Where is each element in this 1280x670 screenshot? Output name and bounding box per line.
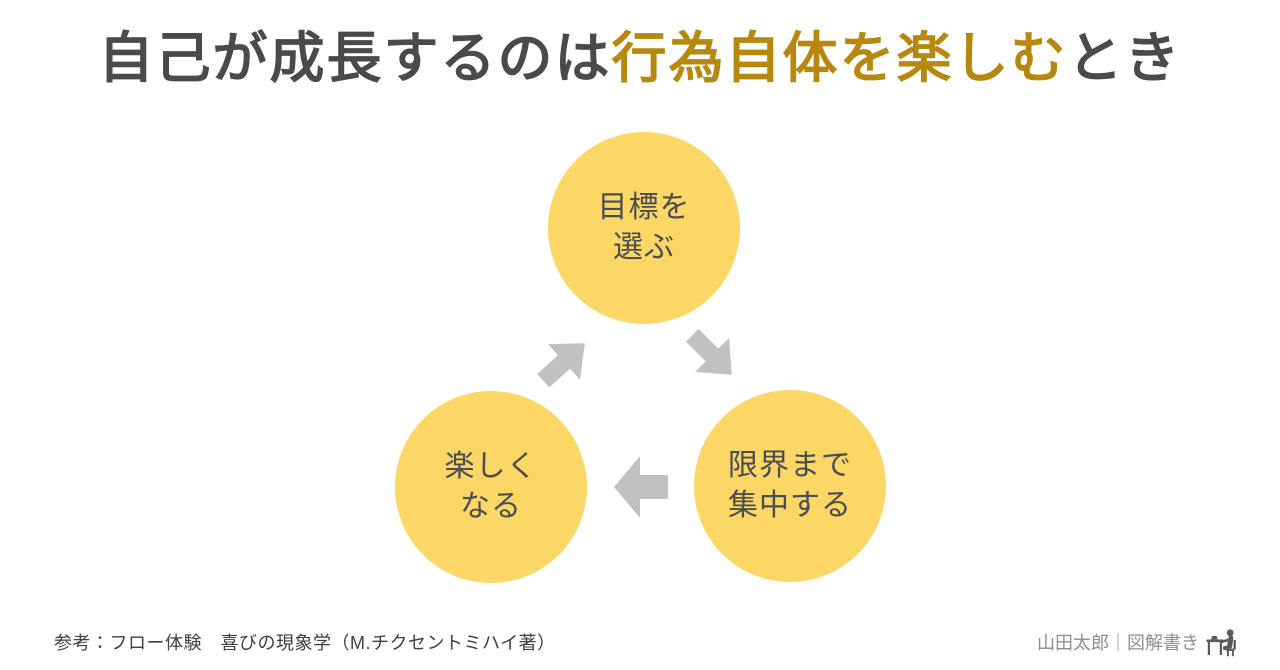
arrow-left-icon: [614, 456, 668, 518]
cycle-step-choose-goal: 目標を 選ぶ: [548, 132, 740, 324]
step-label-line: なる: [460, 490, 522, 523]
credit-text: 山田太郎｜図解書き: [1037, 633, 1199, 653]
step-label-line: 楽しく: [444, 450, 538, 483]
title-prefix: 自己が成長するのは: [98, 27, 612, 89]
credit: 山田太郎｜図解書き: [1037, 627, 1238, 657]
page-title: 自己が成長するのは行為自体を楽しむとき: [0, 0, 1280, 93]
title-highlight: 行為自体を楽しむ: [611, 27, 1068, 89]
cycle-step-concentrate-to-limit: 限界まで 集中する: [694, 390, 886, 582]
step-label-line: 目標を: [597, 191, 691, 224]
step-label-line: 限界まで: [728, 449, 852, 482]
cycle-step-becomes-fun: 楽しく なる: [395, 391, 587, 583]
arrow-down-right-icon: [675, 318, 749, 392]
person-at-desk-icon: [1206, 627, 1238, 657]
title-suffix: とき: [1067, 27, 1182, 89]
step-label-line: 集中する: [728, 489, 852, 522]
step-label-line: 選ぶ: [613, 231, 675, 264]
reference-note: 参考：フロー体験 喜びの現象学（M.チクセントミハイ著）: [54, 633, 556, 653]
arrow-up-right-icon: [527, 325, 601, 398]
